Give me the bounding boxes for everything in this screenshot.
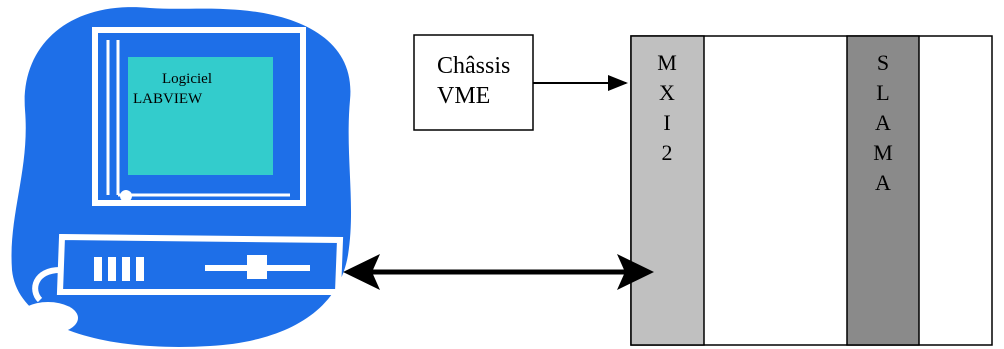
- computer-icon: Logiciel LABVIEW: [11, 7, 352, 347]
- slama-letter-5: A: [875, 170, 891, 195]
- mxi2-letter-2: X: [659, 80, 675, 105]
- mxi2-label: MXI 2: [657, 50, 677, 165]
- link-arrowhead-right: [617, 254, 654, 290]
- mxi2-slot: [630, 35, 705, 346]
- bidirectional-link-arrow: [343, 254, 654, 290]
- monitor-power-led: [120, 190, 132, 202]
- cpu-vent-4: [136, 257, 144, 281]
- slama-letter-2: L: [876, 80, 889, 105]
- mxi2-letter-3: I: [663, 110, 670, 135]
- mouse-icon: [18, 302, 78, 334]
- link-arrowhead-left: [343, 254, 380, 290]
- slama-letter-1: S: [877, 50, 889, 75]
- chassis-vme-box: Châssis VME: [413, 34, 534, 131]
- cpu-vent-1: [94, 257, 102, 281]
- slama-letter-3: A: [875, 110, 891, 135]
- mxi2-letter-1: M: [657, 50, 677, 75]
- slama-slot: [846, 35, 920, 346]
- monitor-screen: [128, 57, 273, 175]
- chassis-vme-label-line2: VME: [437, 83, 490, 109]
- cpu-drive-button: [247, 255, 267, 279]
- screen-label-line2: LABVIEW: [133, 91, 203, 107]
- slama-letter-4: M: [873, 140, 893, 165]
- chassis-vme-rect: [413, 34, 534, 131]
- cpu-vent-2: [108, 257, 116, 281]
- mxi2-letter-4: 2: [662, 140, 673, 165]
- cpu-vent-3: [122, 257, 130, 281]
- chassis-vme-label-line1: Châssis: [437, 53, 510, 79]
- mouse-cable: [32, 267, 61, 303]
- monitor-bezel-lines: [106, 40, 290, 197]
- screen-label-line1: Logiciel: [162, 71, 212, 87]
